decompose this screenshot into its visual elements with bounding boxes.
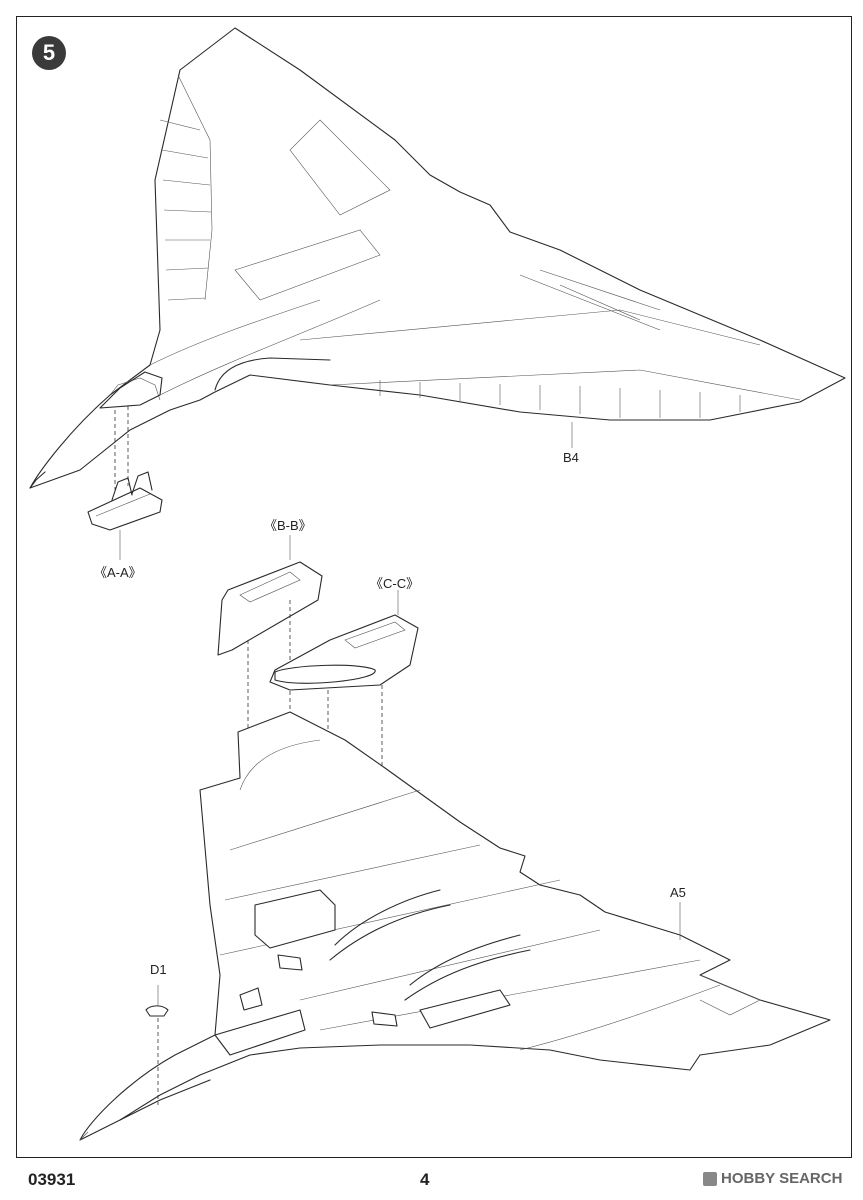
hobbysearch-logo-icon (703, 1171, 717, 1186)
kit-code: 03931 (28, 1170, 76, 1189)
part-d1 (145, 1005, 169, 1017)
page-frame (16, 16, 852, 1158)
section-label-a-a: 《A-A》 (94, 565, 142, 580)
page-number: 4 (420, 1170, 430, 1189)
part-a-a-seats (87, 406, 163, 560)
section-label-b-b: 《B-B》 (264, 518, 312, 533)
watermark-text: HOBBY SEARCH (721, 1170, 843, 1187)
part-label-a5: A5 (670, 885, 686, 900)
part-label-b4: B4 (563, 450, 579, 465)
lower-wing-assembly (79, 711, 831, 1141)
step-number-badge: 5 (32, 36, 66, 70)
part-label-d1: D1 (150, 962, 167, 977)
section-label-c-c: 《C-C》 (370, 576, 420, 591)
watermark: HOBBY SEARCH (703, 1170, 842, 1187)
upper-wing-assembly (29, 27, 846, 489)
